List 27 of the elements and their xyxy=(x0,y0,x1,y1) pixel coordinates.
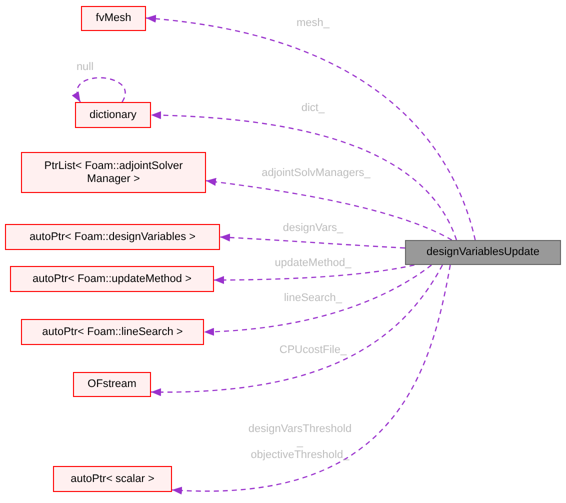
class-box: autoPtr< Foam::designVariables > xyxy=(5,224,220,250)
edge-label: lineSearch_ xyxy=(284,292,342,305)
edge-label: CPUcostFile_ xyxy=(279,344,347,357)
dashed-arrow xyxy=(146,15,476,240)
class-box: autoPtr< Foam::updateMethod > xyxy=(10,266,214,292)
class-box: dictionary xyxy=(75,102,151,128)
edge-label: dict_ xyxy=(301,102,325,115)
dashed-arrow xyxy=(214,264,414,284)
class-box: OFstream xyxy=(73,372,151,397)
dashed-arrow xyxy=(220,234,406,249)
class-box: autoPtr< Foam::lineSearch > xyxy=(21,319,204,345)
edge-label: null xyxy=(76,61,94,74)
edge-label: adjointSolvManagers_ xyxy=(262,167,370,180)
edge-label: designVars_ xyxy=(282,222,344,235)
dashed-arrow xyxy=(150,111,458,240)
dashed-arrow xyxy=(172,264,451,494)
class-box: autoPtr< scalar > xyxy=(53,466,172,492)
dashed-arrow xyxy=(204,264,432,336)
dashed-arrow xyxy=(206,178,452,241)
edge-label: designVarsThreshold _ objectiveThreshold_ xyxy=(248,423,352,462)
class-box-highlighted: designVariablesUpdate xyxy=(405,240,561,265)
class-box: PtrList< Foam::adjointSolver Manager > xyxy=(21,152,206,193)
dashed-arrow xyxy=(72,77,126,102)
edge-label: updateMethod_ xyxy=(274,257,352,270)
edge-label: mesh_ xyxy=(296,17,330,30)
class-box: fvMesh xyxy=(81,6,146,31)
dashed-arrow xyxy=(151,264,443,396)
